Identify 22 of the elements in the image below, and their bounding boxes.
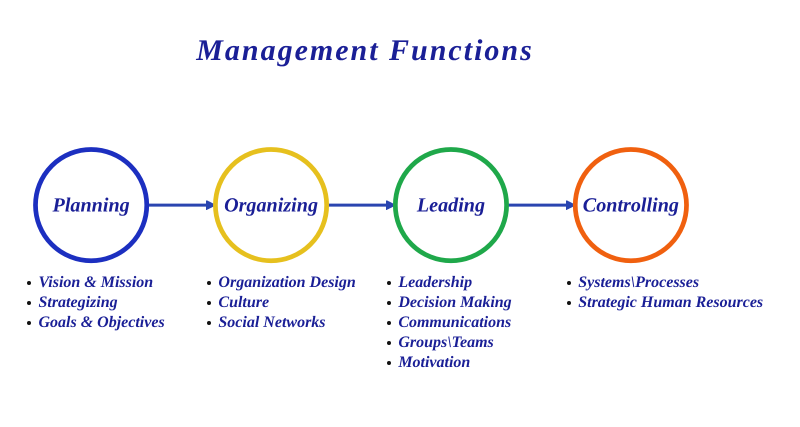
list-item: Strategizing [38, 292, 118, 313]
circle-node [33, 147, 150, 264]
list-item: Strategic Human Resources [578, 292, 764, 313]
circle-node [572, 147, 689, 264]
node-label: Planning [52, 194, 130, 216]
list-item: Motivation [398, 352, 470, 373]
list-item: Communications [398, 312, 512, 333]
circle-node [392, 147, 509, 264]
list-item: Goals & Objectives [38, 312, 165, 333]
list-item: Social Networks [218, 312, 326, 333]
list-item: Leadership [398, 272, 472, 293]
list-item: Organization Design [218, 272, 356, 293]
node-label: Leading [416, 194, 486, 216]
list-item: Systems\Processes [578, 272, 700, 293]
list-item: Groups\Teams [398, 332, 494, 353]
list-item: Vision & Mission [38, 272, 154, 293]
list-item: Culture [218, 292, 270, 313]
title: Management Functions [196, 34, 534, 67]
circle-node [213, 147, 330, 264]
node-label: Organizing [224, 194, 318, 216]
list-item: Decision Making [398, 292, 512, 313]
node-label: Controlling [582, 194, 679, 216]
